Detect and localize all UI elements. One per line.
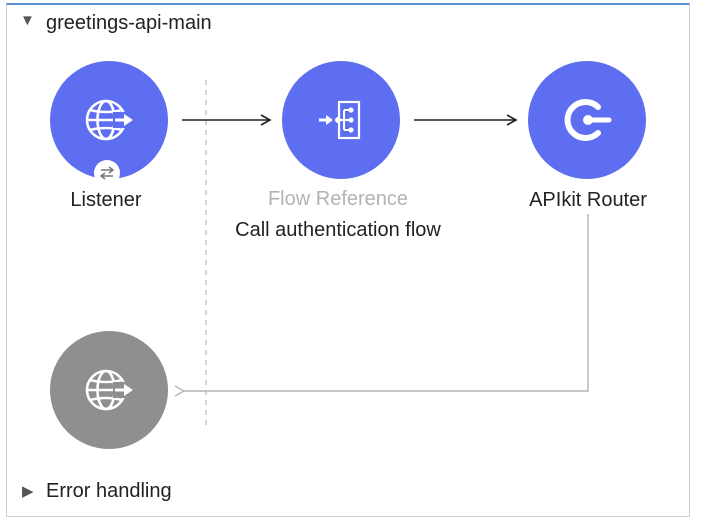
expand-triangle-icon[interactable]: ▶ xyxy=(22,483,34,500)
flow-reference-label: Call authentication flow xyxy=(235,219,441,241)
exchange-badge-icon xyxy=(94,160,120,186)
response-node[interactable] xyxy=(50,331,168,449)
globe-arrow-icon xyxy=(85,369,133,411)
flow-reference-icon xyxy=(319,100,361,140)
return-connector xyxy=(174,214,589,397)
globe-arrow-icon xyxy=(85,99,133,141)
flow-reference-node[interactable] xyxy=(282,61,400,179)
listener-label: Listener xyxy=(70,189,142,211)
apikit-router-icon xyxy=(564,99,612,141)
listener-node[interactable] xyxy=(50,61,168,179)
flow-reference-type-label: Flow Reference xyxy=(267,188,409,210)
error-handling-section[interactable]: Error handling xyxy=(46,480,172,502)
flow-title[interactable]: greetings-api-main xyxy=(46,12,212,34)
apikit-router-node[interactable] xyxy=(528,61,646,179)
collapse-triangle-icon[interactable]: ▼ xyxy=(20,12,35,29)
apikit-router-label: APIkit Router xyxy=(529,189,647,211)
